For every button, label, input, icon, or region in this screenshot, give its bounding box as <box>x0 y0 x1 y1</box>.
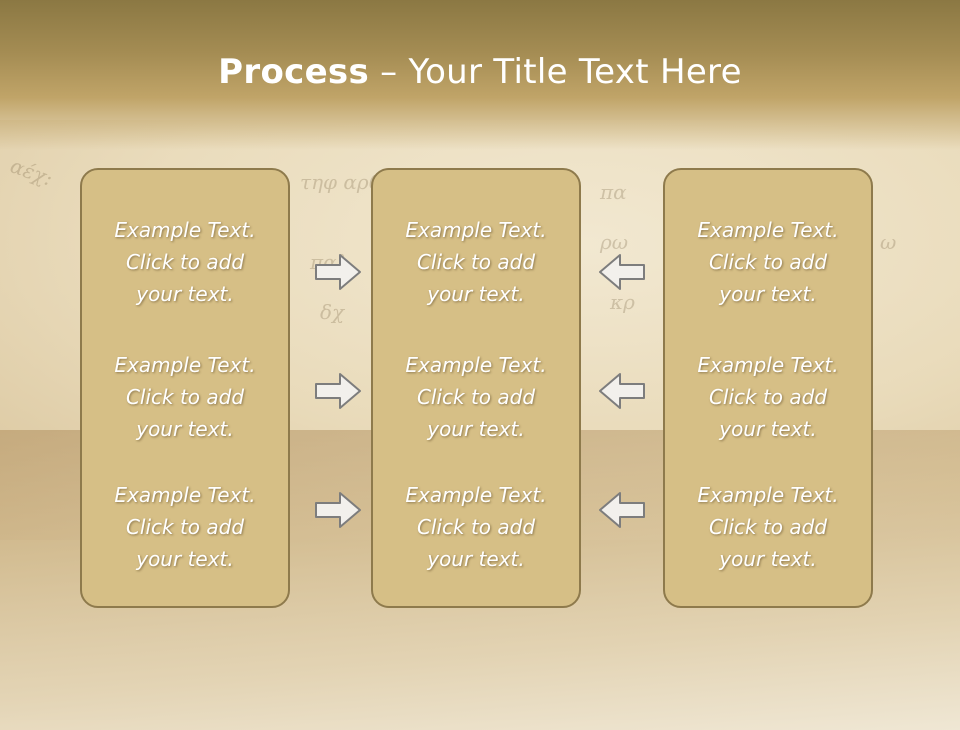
text-line: your text. <box>136 547 234 571</box>
text-line: your text. <box>719 282 817 306</box>
arrow-left-icon[interactable] <box>597 252 647 292</box>
slide-title[interactable]: Process – Your Title Text Here <box>0 52 960 92</box>
text-line: Click to add <box>708 385 828 409</box>
background-script: ρω <box>600 230 629 254</box>
text-block[interactable]: Example Text. Click to add your text. <box>665 479 871 575</box>
text-line: Example Text. <box>114 483 256 507</box>
process-panel-left[interactable]: Example Text. Click to add your text. Ex… <box>80 168 290 608</box>
text-line: Click to add <box>708 515 828 539</box>
text-block[interactable]: Example Text. Click to add your text. <box>82 349 288 445</box>
arrow-right-icon[interactable] <box>313 490 363 530</box>
text-block[interactable]: Example Text. Click to add your text. <box>665 214 871 310</box>
arrow-left-icon[interactable] <box>597 371 647 411</box>
text-line: Click to add <box>416 385 536 409</box>
text-line: your text. <box>719 547 817 571</box>
text-line: your text. <box>136 282 234 306</box>
text-line: Example Text. <box>405 353 547 377</box>
text-line: your text. <box>427 417 525 441</box>
text-line: Example Text. <box>405 218 547 242</box>
text-line: your text. <box>427 547 525 571</box>
arrow-right-icon[interactable] <box>313 252 363 292</box>
text-line: Click to add <box>125 515 245 539</box>
text-line: Click to add <box>125 385 245 409</box>
text-line: Example Text. <box>114 353 256 377</box>
text-block[interactable]: Example Text. Click to add your text. <box>665 349 871 445</box>
arrow-right-icon[interactable] <box>313 371 363 411</box>
background-script: ω <box>880 230 897 254</box>
text-line: your text. <box>136 417 234 441</box>
background-script: αέχ: <box>7 153 56 191</box>
text-line: Click to add <box>416 250 536 274</box>
title-bold: Process <box>218 52 370 92</box>
title-bar <box>0 0 960 150</box>
text-line: Example Text. <box>405 483 547 507</box>
background-script: πα <box>600 180 627 204</box>
text-line: your text. <box>719 417 817 441</box>
text-line: Example Text. <box>697 218 839 242</box>
text-line: Click to add <box>708 250 828 274</box>
background-script: τηφ αρ6 <box>300 170 382 194</box>
text-line: Example Text. <box>697 483 839 507</box>
text-line: your text. <box>427 282 525 306</box>
process-panel-center[interactable]: Example Text. Click to add your text. Ex… <box>371 168 581 608</box>
text-block[interactable]: Example Text. Click to add your text. <box>373 479 579 575</box>
text-line: Example Text. <box>114 218 256 242</box>
text-line: Example Text. <box>697 353 839 377</box>
background-script: κρ <box>610 290 635 314</box>
background-script: δχ <box>320 300 345 324</box>
text-block[interactable]: Example Text. Click to add your text. <box>82 479 288 575</box>
arrow-left-icon[interactable] <box>597 490 647 530</box>
process-panel-right[interactable]: Example Text. Click to add your text. Ex… <box>663 168 873 608</box>
text-line: Click to add <box>416 515 536 539</box>
text-line: Click to add <box>125 250 245 274</box>
text-block[interactable]: Example Text. Click to add your text. <box>373 349 579 445</box>
text-block[interactable]: Example Text. Click to add your text. <box>82 214 288 310</box>
text-block[interactable]: Example Text. Click to add your text. <box>373 214 579 310</box>
title-rest: – Your Title Text Here <box>369 52 742 92</box>
